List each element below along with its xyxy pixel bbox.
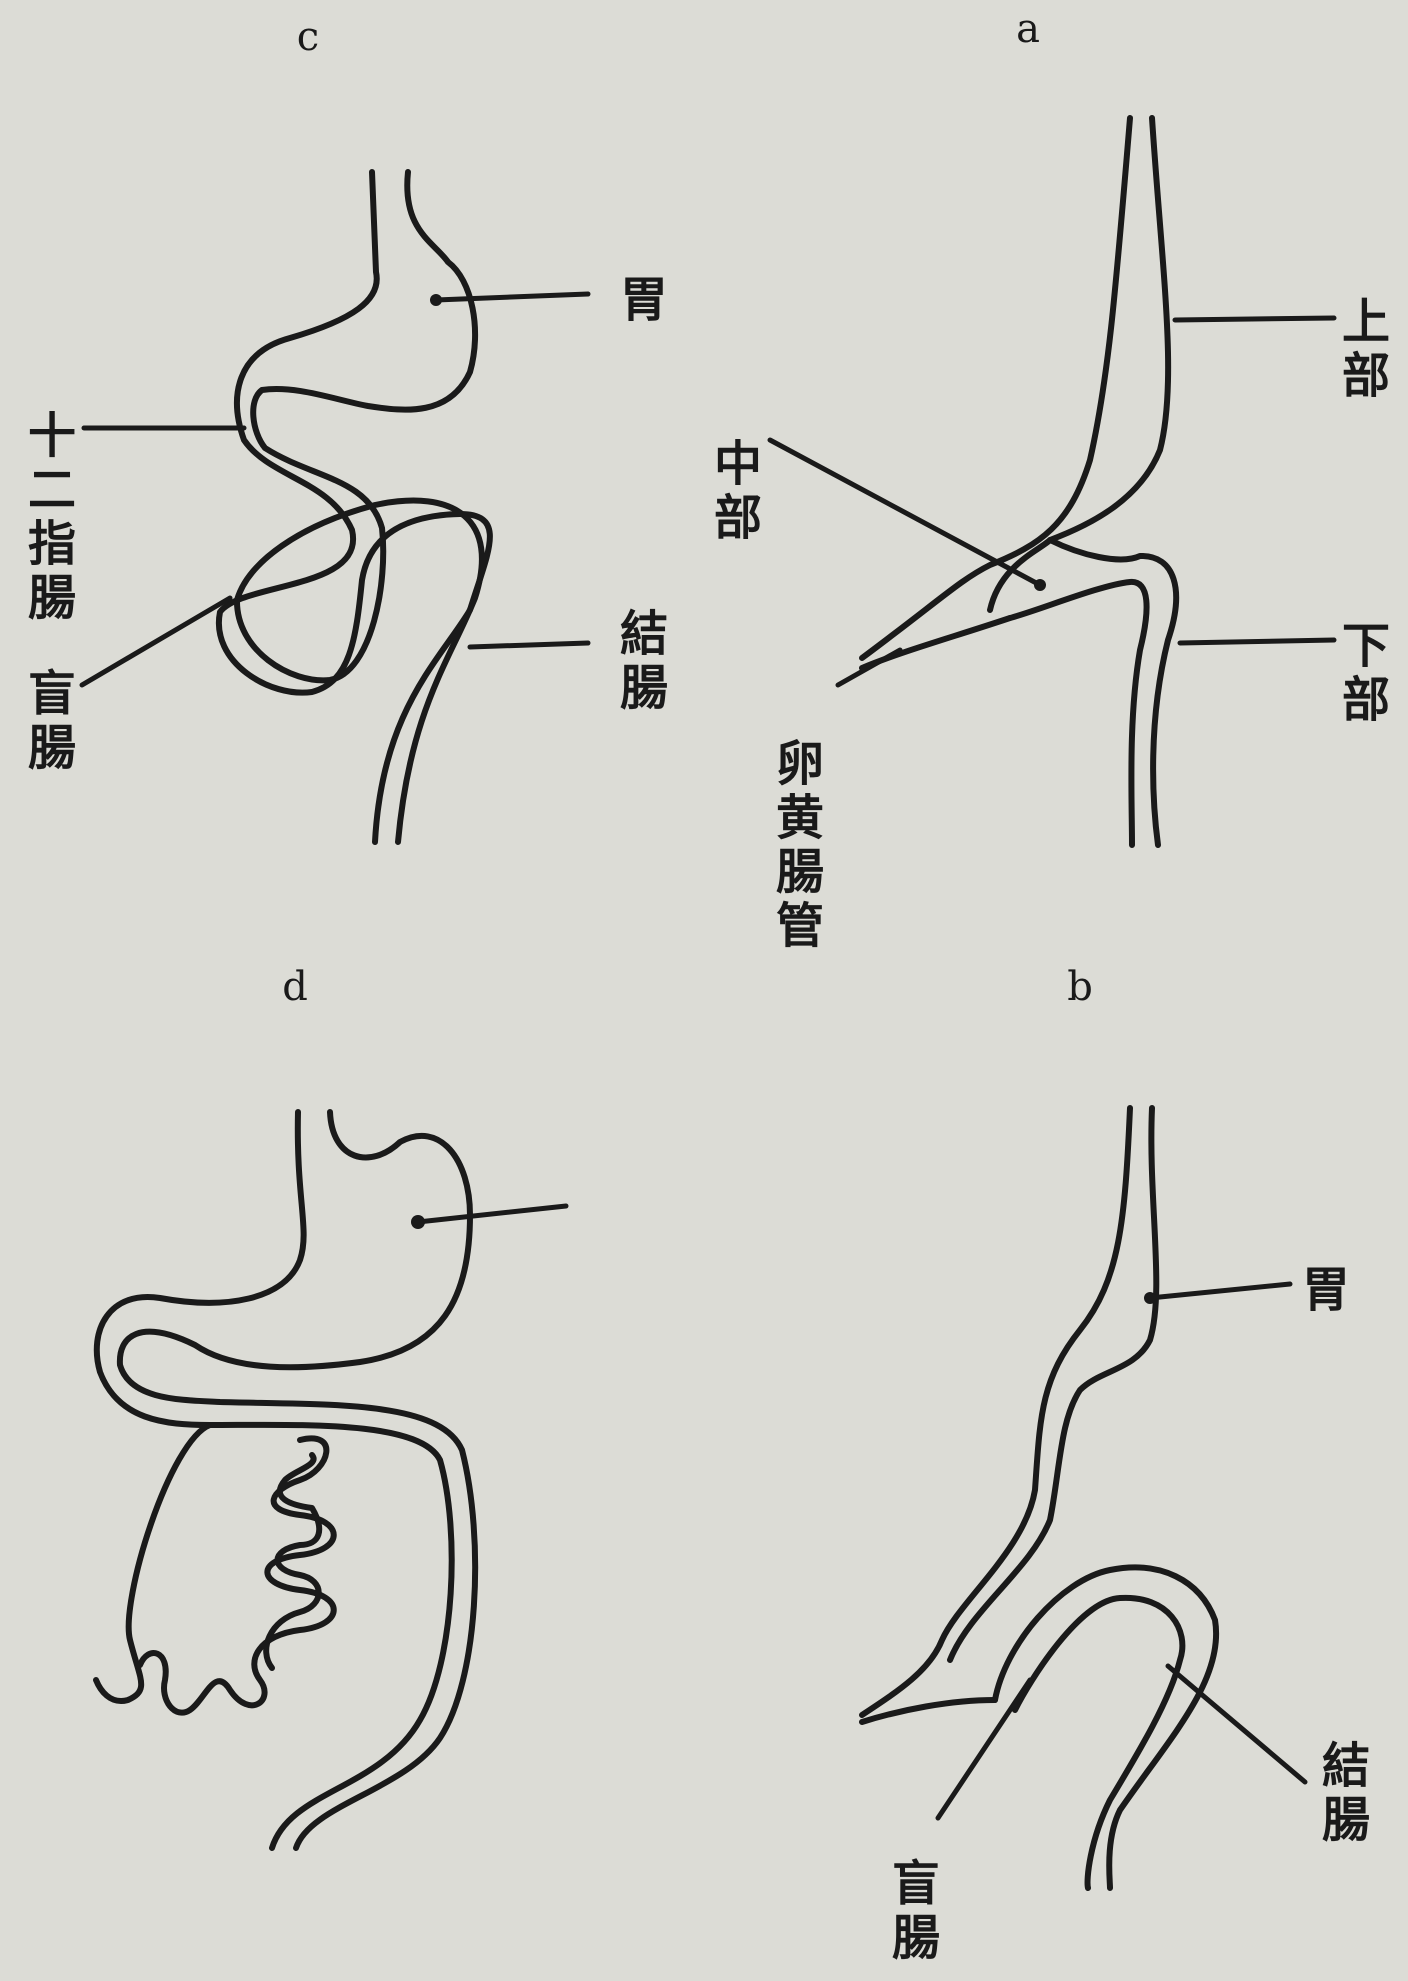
panel-b-stomach-label: 胃 xyxy=(1302,1262,1350,1318)
panel-a-yolk-label: 卵黄腸管 xyxy=(776,736,824,954)
panel-d-stomach-leader xyxy=(418,1206,566,1222)
panel-b-stomach-leader xyxy=(1150,1284,1290,1298)
panel-b-loop-outer xyxy=(995,1567,1216,1888)
panel-a-loop-inner xyxy=(1010,582,1147,845)
panel-d: d xyxy=(96,964,566,1848)
panel-b-loop-inner xyxy=(1015,1598,1182,1888)
panel-b-colon-label: 結腸 xyxy=(1322,1738,1370,1848)
panel-d-cecum-loop xyxy=(96,1425,210,1701)
panel-a-leader-lines xyxy=(770,318,1334,685)
panel-a-lower-label: 下部 xyxy=(1342,618,1390,728)
panel-c-cecum-label: 盲腸 xyxy=(28,666,76,776)
panel-b-colon-leader xyxy=(1168,1666,1305,1782)
panel-c-stomach-leader xyxy=(436,294,588,300)
panel-c-tube-inner xyxy=(237,172,482,842)
panel-a: a 上部 中部 下部 卵黄腸管 xyxy=(714,6,1390,954)
panel-d-letter: d xyxy=(282,964,308,1010)
panel-b-gut-tube xyxy=(862,1108,1216,1888)
panel-a-middle-label: 中部 xyxy=(714,436,762,546)
panel-a-letter: a xyxy=(1016,6,1040,52)
panel-b: b 胃 結腸 盲腸 xyxy=(862,964,1370,1966)
panel-c-letter: c xyxy=(297,14,319,60)
panel-c-colon-label: 結腸 xyxy=(620,606,668,716)
panel-a-labels: 上部 中部 下部 卵黄腸管 xyxy=(714,294,1390,954)
panel-a-upper-label: 上部 xyxy=(1342,294,1390,404)
panel-c-leader-lines xyxy=(82,294,588,685)
panel-c-stomach-label: 胃 xyxy=(620,272,668,328)
panel-b-letter: b xyxy=(1067,964,1093,1010)
panel-a-gut-tube xyxy=(862,118,1176,845)
panel-c-cecum-leader xyxy=(82,598,230,685)
panel-c: c 胃 十二指腸 結腸 盲腸 xyxy=(28,14,668,842)
panel-c-gut-tube xyxy=(219,172,490,842)
panel-c-colon-leader xyxy=(470,643,588,647)
panel-b-cecum-label: 盲腸 xyxy=(892,1856,940,1966)
panel-a-tube-left xyxy=(862,118,1130,658)
panel-d-leader-lines xyxy=(418,1206,566,1222)
panel-a-middle-leader xyxy=(770,440,1040,585)
panel-a-loop xyxy=(990,540,1176,845)
panel-c-duodenum-label: 十二指腸 xyxy=(28,408,76,626)
panel-a-lower-leader xyxy=(1180,640,1334,643)
panel-a-upper-leader xyxy=(1175,318,1334,320)
panel-b-labels: 胃 結腸 盲腸 xyxy=(892,1262,1370,1966)
panel-d-tube-outer xyxy=(97,1112,452,1848)
panel-b-tube-left xyxy=(862,1108,1130,1715)
